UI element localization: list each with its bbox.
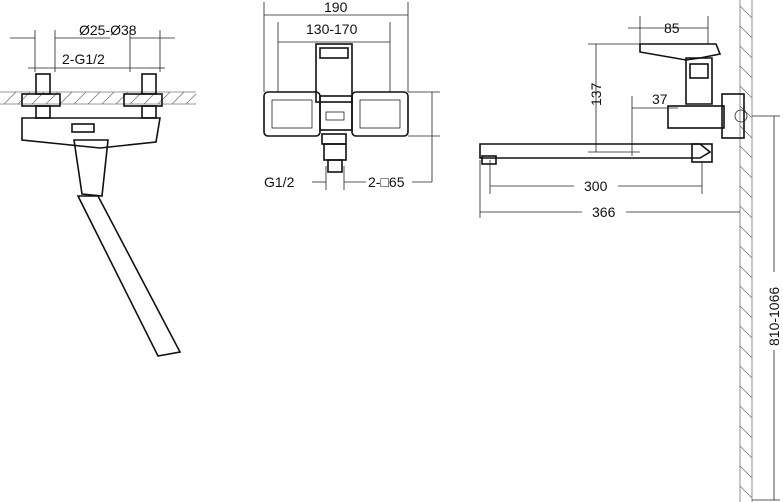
right-connector — [123, 73, 163, 119]
spout-tip — [481, 155, 497, 165]
connector-circle — [734, 109, 748, 123]
dim-body-depth-label: 37 — [652, 91, 668, 107]
side-cartridge-cap — [689, 63, 709, 79]
dim-spout-length-label: 300 — [584, 178, 608, 194]
dim-total-length: 366 — [479, 160, 740, 220]
mixer-handle — [73, 139, 109, 197]
dim-flange-label: 2-□65 — [368, 174, 405, 190]
dim-bore-range: Ø25-Ø38 — [10, 22, 175, 72]
outlet-end — [327, 159, 343, 173]
spout-front — [76, 195, 182, 357]
dim-handle-offset: 85 — [628, 16, 709, 44]
dim-centers: 130-170 — [277, 21, 391, 92]
top-body — [319, 95, 353, 131]
side-view: 85 137 37 — [479, 0, 782, 502]
brand-plate — [71, 123, 95, 133]
front-view: Ø25-Ø38 2-G1/2 — [0, 22, 197, 357]
wall-flange — [721, 93, 745, 139]
top-handle — [315, 43, 353, 103]
left-flange — [263, 91, 321, 137]
top-handle-cap — [319, 47, 349, 59]
dim-width-label: 190 — [324, 0, 348, 15]
dim-spout-length: 300 — [489, 160, 703, 194]
dim-body-depth: 37 — [631, 91, 678, 156]
dim-handle-offset-label: 85 — [664, 20, 680, 36]
side-spout — [479, 143, 712, 159]
side-body — [667, 105, 725, 129]
dim-outlet-thread-label: G1/2 — [264, 174, 295, 190]
dim-connection-label: 2-G1/2 — [62, 51, 105, 67]
outlet-thread — [323, 143, 347, 161]
top-logo — [325, 111, 345, 121]
dim-centers-label: 130-170 — [306, 21, 358, 37]
dim-flange: 2-□65 — [344, 136, 433, 190]
front-wall-hatch — [0, 91, 197, 105]
dim-height-label: 137 — [588, 82, 604, 106]
right-flange — [351, 91, 409, 137]
top-view: 190 130-170 — [263, 0, 440, 190]
outlet-nut — [321, 133, 347, 145]
dim-outlet-thread: G1/2 — [264, 166, 345, 190]
mixer-body — [21, 117, 161, 149]
side-cartridge — [685, 57, 713, 105]
dim-height: 137 — [588, 43, 640, 153]
side-wall-hatch — [739, 0, 753, 502]
dim-width: 190 — [263, 0, 409, 92]
dim-bore-range-label: Ø25-Ø38 — [79, 22, 137, 38]
dim-mount-height: 810-1066 — [752, 115, 782, 501]
dim-mount-height-label: 810-1066 — [766, 287, 782, 346]
dim-total-length-label: 366 — [592, 204, 616, 220]
dim-connection: 2-G1/2 — [28, 51, 165, 69]
